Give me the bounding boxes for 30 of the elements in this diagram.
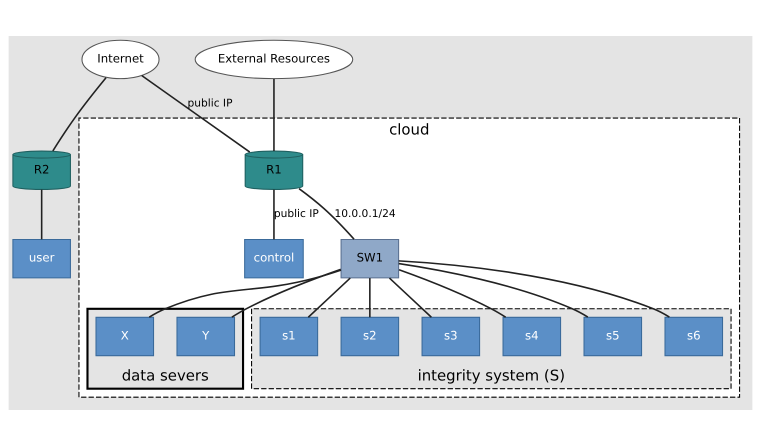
- node-box: X: [95, 316, 154, 356]
- edge-label: public IP: [274, 207, 319, 220]
- connector: [52, 77, 107, 152]
- node-box: s4: [502, 316, 562, 356]
- connector: [398, 262, 588, 318]
- connector: [273, 78, 275, 152]
- node-box: control: [244, 238, 304, 278]
- connector: [388, 278, 432, 318]
- connector: [398, 268, 506, 318]
- node-box: s3: [422, 316, 480, 356]
- node-box: user: [12, 238, 71, 278]
- connector: [148, 269, 342, 318]
- node-box: SW1: [340, 238, 400, 278]
- connector: [308, 278, 351, 318]
- connector: [298, 188, 355, 240]
- edge-label: public IP: [188, 96, 232, 110]
- node-box: s5: [583, 316, 642, 356]
- connector: [398, 260, 670, 318]
- connector: [273, 190, 275, 240]
- connector: [231, 268, 341, 318]
- node-box: s1: [260, 316, 318, 356]
- node-box: s6: [664, 316, 724, 356]
- node-box: Y: [176, 316, 236, 356]
- node-ellipse: External Resources: [194, 40, 354, 80]
- connector: [369, 278, 371, 318]
- connector: [40, 190, 42, 240]
- connector: [141, 74, 250, 153]
- edge-label: 10.0.0.1/24: [334, 207, 396, 220]
- node-ellipse: Internet: [81, 40, 160, 80]
- node-box: s2: [340, 316, 400, 356]
